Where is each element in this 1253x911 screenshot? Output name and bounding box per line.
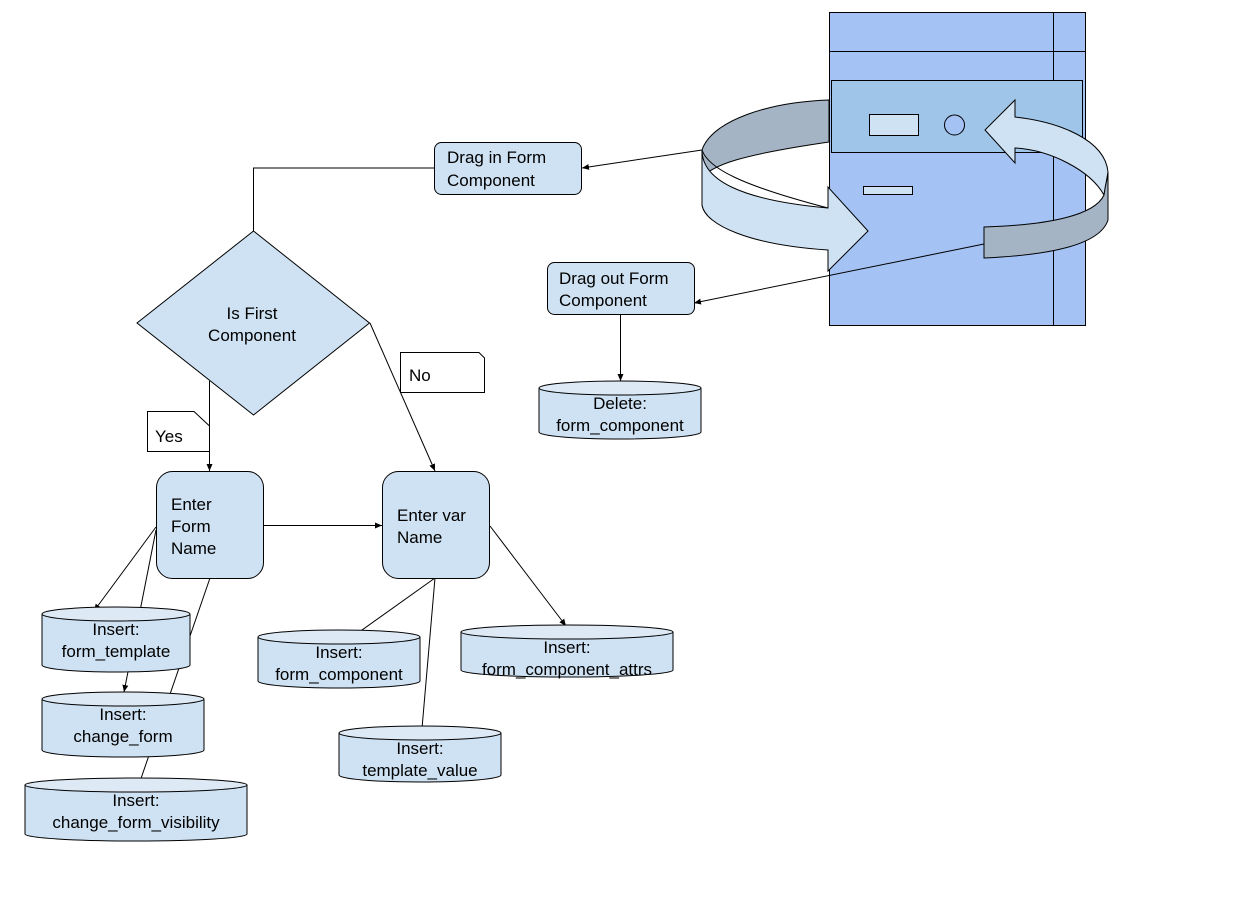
node-drag-out[interactable]: Drag out Form Component: [547, 262, 695, 315]
textbox-component-icon: [869, 114, 919, 136]
field-placeholder-icon: [863, 186, 913, 195]
database-insert-form-template[interactable]: Insert: form_template: [41, 606, 191, 673]
database-insert-form-component[interactable]: Insert: form_component: [257, 629, 421, 689]
connector-to-form-component-attrs: [489, 525, 567, 627]
connector-window-to-drag-out: [693, 243, 985, 305]
form-designer-window: [829, 12, 1086, 326]
database-label: Insert:: [92, 620, 139, 639]
node-enter-var-name-label-2: Name: [397, 528, 442, 547]
database-label: Insert:: [543, 638, 590, 657]
database-delete-form-component[interactable]: Delete: form_component: [538, 380, 702, 440]
database-label: Insert:: [112, 791, 159, 810]
database-label: form_component: [556, 416, 684, 435]
branch-label-no-text: No: [409, 366, 431, 385]
node-enter-form-name-label-3: Name: [171, 539, 216, 558]
branch-label-no: No: [400, 352, 485, 393]
arrow-back-band-left: [701, 99, 830, 180]
node-enter-form-name-label-1: Enter: [171, 495, 212, 514]
node-drag-in-label-1: Drag in Form: [447, 148, 546, 167]
node-enter-var-name[interactable]: Enter var Name: [382, 471, 490, 579]
circular-drag-arrow-icon: [701, 98, 1109, 273]
database-label: template_value: [362, 761, 477, 780]
node-enter-form-name[interactable]: Enter Form Name: [156, 471, 264, 579]
node-drag-out-label-2: Component: [559, 291, 647, 310]
decision-label-2: Component: [208, 326, 296, 345]
database-label: Delete:: [593, 394, 647, 413]
connector-to-template-value: [418, 577, 436, 741]
database-nodes: Delete:form_componentInsert:form_templat…: [24, 380, 702, 842]
database-label: form_component: [275, 665, 403, 684]
node-drag-in[interactable]: Drag in Form Component: [434, 142, 582, 195]
database-label: Insert:: [396, 739, 443, 758]
connector-drag-in-to-decision: [253, 167, 434, 232]
node-enter-form-name-label-2: Form: [171, 517, 211, 536]
database-label: form_template: [62, 642, 171, 661]
node-enter-var-name-label-1: Enter var: [397, 506, 466, 525]
radio-component-icon: [944, 114, 965, 136]
connector-no: [369, 322, 436, 472]
database-insert-form-component-attrs[interactable]: Insert: form_component_attrs: [460, 624, 674, 679]
database-label: Insert:: [99, 705, 146, 724]
node-drag-in-label-2: Component: [447, 171, 535, 190]
arrow-back-band-right: [983, 171, 1109, 259]
connector-to-form-template: [93, 526, 157, 612]
decision-is-first-component[interactable]: Is First Component: [136, 230, 371, 416]
connector-window-to-drag-in: [581, 149, 703, 170]
branch-label-yes: Yes: [147, 411, 210, 452]
database-label: form_component_attrs: [482, 660, 652, 679]
window-frame: [829, 12, 1086, 326]
database-insert-template-value[interactable]: Insert: template_value: [338, 725, 502, 783]
arrow-front-band-right: [701, 149, 869, 273]
database-insert-change-form[interactable]: Insert: change_form: [41, 691, 205, 758]
database-label: change_form_visibility: [52, 813, 220, 832]
node-drag-out-label-1: Drag out Form: [559, 269, 669, 288]
database-label: change_form: [73, 727, 172, 746]
decision-label-1: Is First: [227, 304, 278, 323]
branch-label-yes-text: Yes: [155, 427, 183, 446]
database-label: Insert:: [315, 643, 362, 662]
database-insert-change-form-visibility[interactable]: Insert: change_form_visibility: [24, 777, 248, 842]
